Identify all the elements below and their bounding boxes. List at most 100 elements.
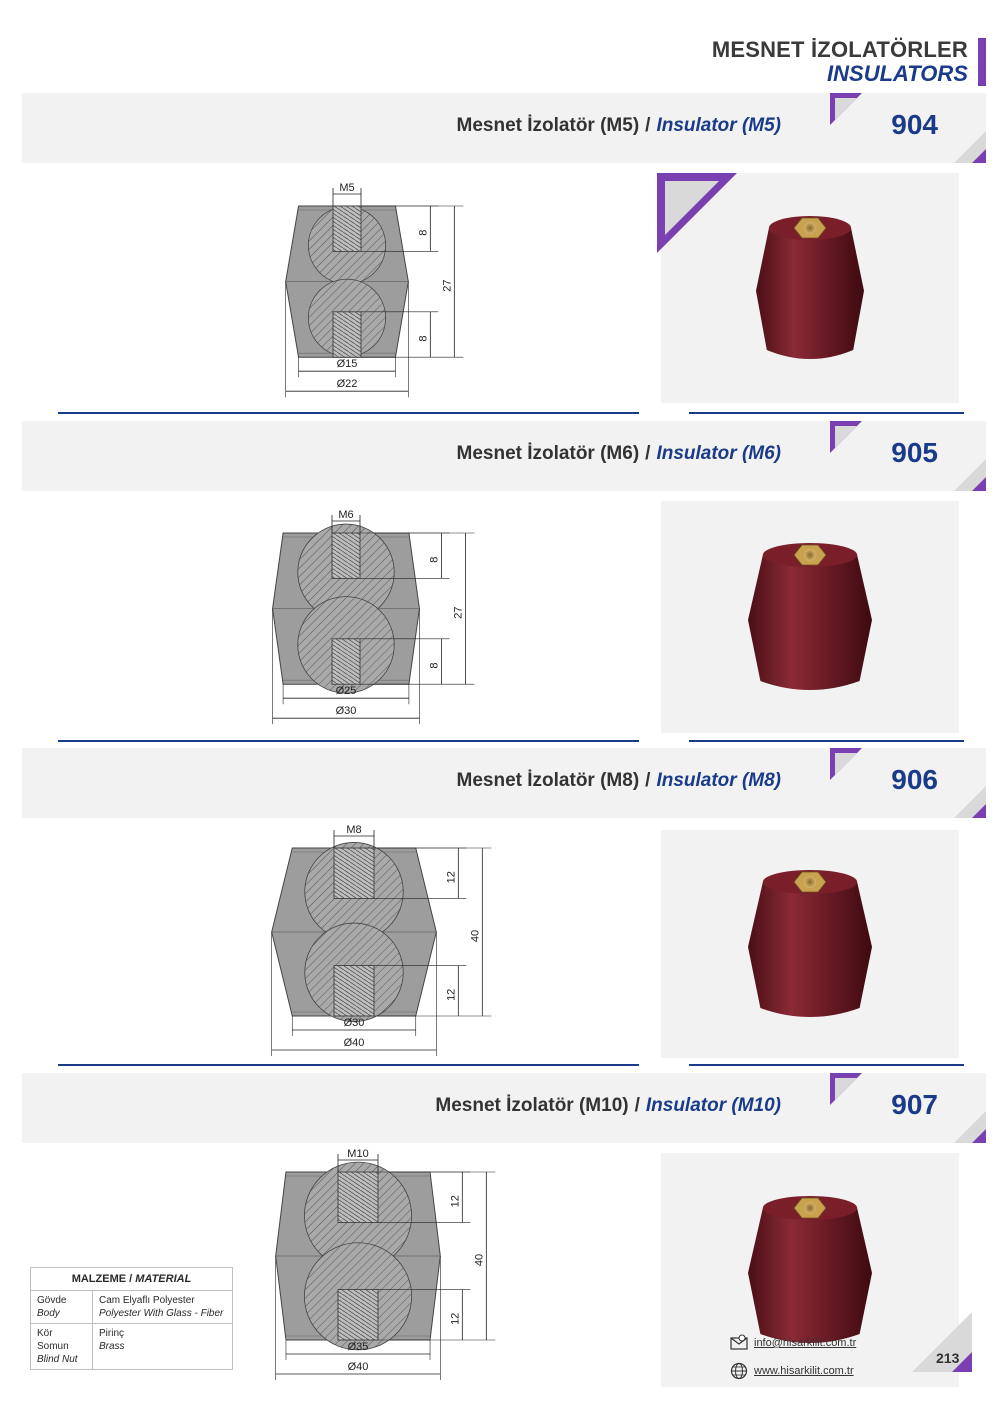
inner-diameter-label: Ø30 (344, 1017, 365, 1029)
product-photo (661, 1153, 959, 1387)
inner-diameter-label: Ø15 (337, 358, 358, 370)
page-header: MESNET İZOLATÖRLER INSULATORS (712, 38, 968, 86)
bottom-thread (331, 638, 361, 685)
height-label: 27 (452, 606, 464, 618)
bottom-thread (337, 1289, 379, 1341)
page-corner-decoration (912, 1312, 972, 1372)
corner-accent-bottom (954, 786, 986, 818)
part-en: Blind Nut (37, 1354, 78, 1365)
insulator-image (748, 543, 872, 690)
globe-icon (730, 1362, 748, 1380)
header-accent-bar (978, 38, 986, 86)
product-title: Mesnet İzolatör (M6)/Insulator (M6) (457, 443, 781, 465)
material-head-tr: MALZEME (71, 1273, 127, 1285)
product-header-band: Mesnet İzolatör (M5)/Insulator (M5) 904 (22, 93, 986, 163)
bottom-thread (333, 965, 375, 1017)
corner-accent-top (830, 1073, 862, 1105)
email-link[interactable]: info@hisarkilit.com.tr (730, 1334, 856, 1352)
bottom-thread (332, 311, 362, 358)
product-code: 907 (891, 1089, 938, 1120)
top-depth-label: 8 (428, 557, 440, 563)
top-thread (332, 205, 362, 252)
mat-tr: Cam Elyaflı Polyester (99, 1295, 195, 1306)
inner-diameter-label: Ø35 (348, 1341, 369, 1353)
outer-diameter-label: Ø40 (344, 1037, 365, 1049)
outer-diameter-label: Ø30 (336, 705, 357, 717)
product-title: Mesnet İzolatör (M10)/Insulator (M10) (435, 1095, 781, 1117)
thread-size-label: M8 (346, 824, 361, 836)
height-label: 27 (441, 279, 453, 291)
corner-accent-top (830, 421, 862, 453)
page-title-en: INSULATORS (827, 61, 968, 86)
product-title-en: Insulator (M8) (656, 770, 781, 791)
corner-accent-bottom (954, 131, 986, 163)
product-title: Mesnet İzolatör (M8)/Insulator (M8) (457, 770, 781, 792)
top-depth-label: 12 (449, 1195, 461, 1207)
product-header-band: Mesnet İzolatör (M6)/Insulator (M6) 905 (22, 421, 986, 491)
product-title-en: Insulator (M6) (656, 443, 781, 464)
title-separator: / (634, 1095, 640, 1116)
part-tr: Gövde (37, 1295, 67, 1306)
product-title-tr: Mesnet İzolatör (M6) (456, 443, 640, 464)
material-table-header: MALZEME / MATERIAL (31, 1268, 232, 1291)
insulator-image (756, 216, 864, 359)
product-header-band: Mesnet İzolatör (M10)/Insulator (M10) 90… (22, 1073, 986, 1143)
corner-accent-bottom (954, 459, 986, 491)
section-divider (58, 1064, 639, 1066)
mat-en: Polyester With Glass - Fiber (99, 1308, 224, 1319)
page-number: 213 (936, 1350, 960, 1366)
thread-size-label: M6 (338, 509, 353, 521)
product-photo (661, 830, 959, 1058)
section-divider (58, 412, 639, 414)
insulator-image (748, 1196, 872, 1343)
page-title-tr: MESNET İZOLATÖRLER (711, 37, 968, 62)
top-depth-label: 12 (445, 871, 457, 883)
top-thread (337, 1171, 379, 1223)
product-title-tr: Mesnet İzolatör (M10) (435, 1095, 629, 1116)
height-label: 40 (469, 930, 481, 942)
material-head-sep: / (129, 1273, 133, 1285)
section-divider (689, 740, 964, 742)
bottom-depth-label: 8 (417, 335, 429, 341)
bottom-depth-label: 12 (445, 989, 457, 1001)
mat-en: Brass (99, 1341, 125, 1352)
height-label: 40 (473, 1254, 485, 1266)
title-separator: / (645, 770, 651, 791)
top-thread (331, 532, 361, 579)
section-divider (58, 740, 639, 742)
thread-size-label: M10 (347, 1148, 368, 1160)
product-title-en: Insulator (M5) (656, 115, 781, 136)
website-text: www.hisarkilit.com.tr (754, 1364, 854, 1377)
mat-tr: Pirinç (99, 1328, 125, 1339)
material-head-en: MATERIAL (135, 1273, 192, 1285)
website-link[interactable]: www.hisarkilit.com.tr (730, 1362, 854, 1380)
bottom-depth-label: 12 (449, 1313, 461, 1325)
insulator-image (748, 870, 872, 1017)
product-title-tr: Mesnet İzolatör (M5) (456, 115, 640, 136)
photo-corner-decoration (657, 173, 737, 253)
part-en: Body (37, 1308, 60, 1319)
product-code: 905 (891, 437, 938, 468)
top-thread (333, 847, 375, 899)
outer-diameter-label: Ø22 (337, 378, 358, 390)
title-separator: / (645, 443, 651, 464)
product-photo (661, 173, 959, 403)
email-icon (730, 1334, 748, 1350)
corner-accent-top (830, 748, 862, 780)
product-photo (661, 501, 959, 733)
section-divider (689, 412, 964, 414)
corner-accent-bottom (954, 1111, 986, 1143)
product-title-tr: Mesnet İzolatör (M8) (456, 770, 640, 791)
outer-diameter-label: Ø40 (348, 1361, 369, 1373)
bottom-depth-label: 8 (428, 662, 440, 668)
product-title-en: Insulator (M10) (645, 1095, 781, 1116)
product-code: 906 (891, 764, 938, 795)
email-text: info@hisarkilit.com.tr (754, 1336, 857, 1349)
section-divider (689, 1064, 964, 1066)
